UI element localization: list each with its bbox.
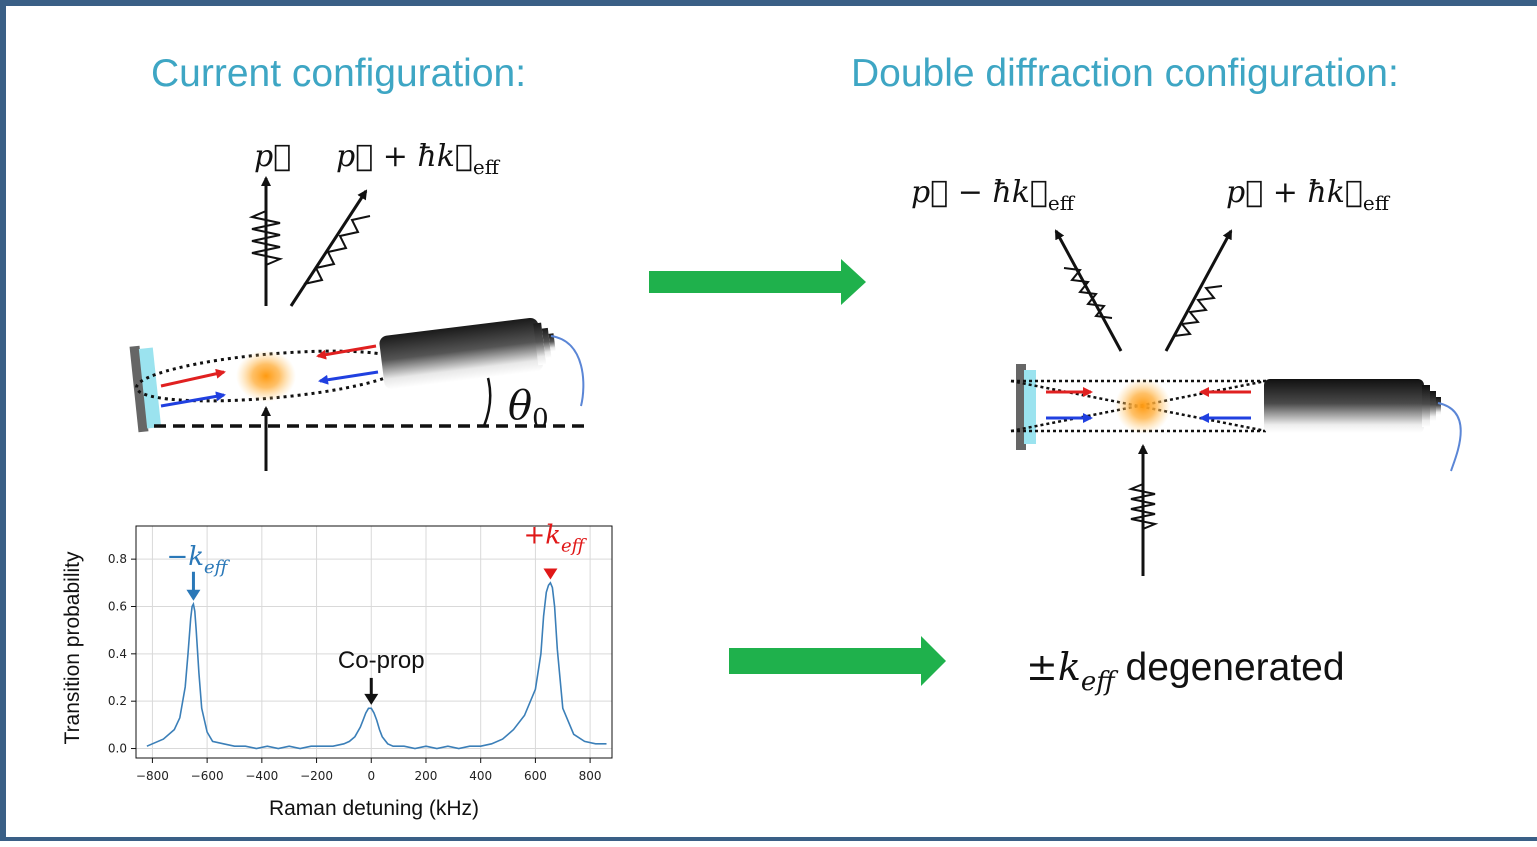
collimator-icon bbox=[379, 317, 556, 390]
y-tick-label: 0.2 bbox=[108, 694, 127, 708]
wave-packet-icon bbox=[1127, 483, 1159, 530]
angle-theta-label: θ0 bbox=[508, 383, 549, 434]
wave-packet-icon bbox=[303, 215, 371, 285]
mirror-icon bbox=[129, 345, 149, 433]
y-axis-label: Transition probability bbox=[61, 551, 84, 744]
x-tick-label: 200 bbox=[415, 769, 438, 783]
y-tick-label: 0.6 bbox=[108, 599, 127, 613]
x-axis-label: Raman detuning (kHz) bbox=[269, 797, 479, 820]
degenerated-statement: ±keff degenerated bbox=[1026, 645, 1345, 697]
x-tick-label: −600 bbox=[191, 769, 224, 783]
angle-arc bbox=[482, 377, 492, 427]
series-line bbox=[146, 581, 607, 750]
momentum-label-p-minus: p⃗ − ħk⃗eff bbox=[911, 175, 1076, 215]
x-tick-label: 400 bbox=[469, 769, 492, 783]
y-tick-label: 0.4 bbox=[108, 647, 127, 661]
mirror-face bbox=[138, 347, 162, 429]
collimator-icon bbox=[1264, 379, 1441, 433]
beam-arrow-red-return bbox=[316, 344, 377, 360]
co-prop-label: Co-prop bbox=[338, 647, 425, 674]
momentum-label-p: p⃗ bbox=[254, 139, 291, 174]
chart-grid bbox=[136, 526, 612, 758]
peak-marker-plus bbox=[543, 568, 558, 580]
beam-arrow-blue-return bbox=[318, 370, 379, 385]
co-prop-arrowhead bbox=[364, 693, 379, 705]
fiber-cable bbox=[1437, 402, 1462, 472]
beam-arrow-blue bbox=[160, 391, 226, 408]
transition-arrow-bottom bbox=[729, 636, 946, 686]
y-tick-label: 0.0 bbox=[108, 742, 127, 756]
atom-cloud bbox=[236, 350, 296, 402]
title-current: Current configuration: bbox=[151, 52, 526, 95]
x-tick-label: −200 bbox=[300, 769, 333, 783]
outgoing-arrow-minus bbox=[1054, 229, 1123, 352]
wave-packet-icon bbox=[1063, 267, 1113, 319]
x-tick-label: −400 bbox=[245, 769, 278, 783]
beam-arrow-red bbox=[160, 368, 226, 388]
y-axis-ticks: 0.0 0.2 0.4 0.6 0.8 bbox=[108, 552, 136, 756]
wave-packet-icon bbox=[248, 210, 284, 266]
plot-frame bbox=[135, 525, 613, 759]
x-tick-label: 600 bbox=[524, 769, 547, 783]
mirror-icon bbox=[1016, 364, 1026, 450]
outgoing-arrow-plus bbox=[1164, 229, 1233, 352]
outgoing-arrow-p-plus bbox=[289, 189, 368, 307]
atom-cloud bbox=[1115, 378, 1171, 434]
slide-canvas: Current configuration: Double diffractio… bbox=[61, 52, 1462, 820]
current-config-diagram: p⃗ p⃗ + ħk⃗eff θ0 bbox=[129, 139, 588, 471]
title-double: Double diffraction configuration: bbox=[851, 52, 1399, 95]
y-tick-label: 0.8 bbox=[108, 552, 127, 566]
momentum-label-p-plus-right: p⃗ + ħk⃗eff bbox=[1226, 175, 1391, 215]
transition-arrow-top bbox=[649, 259, 866, 305]
x-tick-label: −800 bbox=[136, 769, 169, 783]
x-axis-ticks: −800 −600 −400 −200 0 200 400 600 800 bbox=[136, 758, 602, 783]
peak-label: −keff bbox=[166, 542, 230, 578]
momentum-label-p-plus: p⃗ + ħk⃗eff bbox=[336, 139, 501, 179]
mirror-face bbox=[1024, 370, 1036, 444]
peak-label: +keff bbox=[523, 520, 587, 556]
x-tick-label: 800 bbox=[579, 769, 602, 783]
double-diffraction-diagram: p⃗ − ħk⃗eff p⃗ + ħk⃗eff bbox=[911, 175, 1462, 576]
wave-packet-icon bbox=[1173, 285, 1223, 337]
peak-arrowhead-minus bbox=[186, 589, 201, 601]
fiber-cable bbox=[550, 335, 585, 407]
x-tick-label: 0 bbox=[367, 769, 375, 783]
